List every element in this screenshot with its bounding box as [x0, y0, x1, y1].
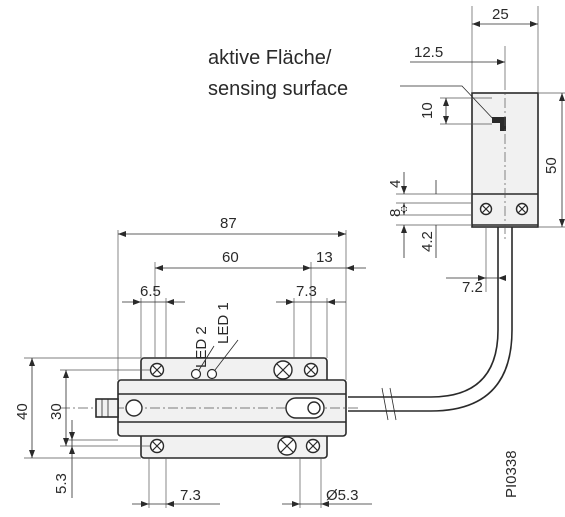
dim-hole-pitch-vertical: 30 [48, 403, 65, 420]
dim-mount-pitch: 8 [387, 209, 404, 217]
plate-hole-top-right-small [303, 362, 319, 378]
dim-plate-height: 40 [14, 403, 31, 420]
callout-line-1: aktive Fläche/ [208, 47, 332, 69]
plate-hole-top-left [149, 362, 165, 378]
dim-end-offset: 13 [316, 249, 333, 266]
head-hole-left [479, 202, 493, 216]
dim-mount-top: 4 [387, 180, 404, 188]
cable-outer-edge [348, 227, 499, 398]
dim-mount-bottom: 4.2 [419, 231, 436, 252]
led-2-leader [198, 345, 215, 371]
dim-edge-offset: 5.3 [53, 473, 70, 494]
led-1-indicator [206, 368, 218, 380]
housing-slot-screw [307, 401, 321, 415]
plate-hole-bottom-left [149, 438, 165, 454]
main-housing [60, 339, 360, 459]
dim-left-hole-offset: 6.5 [140, 283, 161, 300]
plate-hole-bottom-right-small [305, 438, 321, 454]
dim-right-hole-offset: 7.3 [296, 283, 317, 300]
dimension-lines [29, 21, 565, 507]
sensing-surface-leader [400, 85, 497, 123]
drawing-id: PI0338 [503, 450, 520, 498]
dim-cable-offset: 7.2 [462, 279, 483, 296]
dim-head-height: 50 [543, 157, 560, 174]
labels: aktive Fläche/ sensing surface 25 12.5 1… [14, 6, 560, 504]
housing-hole-left [125, 399, 143, 417]
led-1-label: LED 1 [215, 302, 232, 344]
dim-total-length: 87 [220, 215, 237, 232]
led-1-leader [214, 339, 239, 371]
callout-line-2: sensing surface [208, 78, 348, 100]
dim-hole-distance: 60 [222, 249, 239, 266]
plate-hole-bottom-right [277, 436, 297, 456]
connector [95, 398, 119, 418]
dim-sensing-offset: 10 [419, 102, 436, 119]
dim-hole-diameter: Ø5.3 [326, 487, 359, 504]
dim-bottom-hole-offset: 7.3 [180, 487, 201, 504]
led-2-label: LED 2 [193, 326, 210, 368]
cable-break-mark [381, 387, 397, 421]
plate-hole-top-right [273, 360, 293, 380]
sensing-surface-marker [492, 117, 506, 131]
led-2-indicator [190, 368, 202, 380]
cable [348, 227, 513, 421]
extension-lines [24, 6, 565, 508]
sensing-head [471, 80, 539, 240]
dim-head-width: 25 [492, 6, 509, 23]
head-hole-right [515, 202, 529, 216]
cable-inner-edge [348, 227, 513, 412]
dim-head-half-width: 12.5 [414, 44, 443, 61]
